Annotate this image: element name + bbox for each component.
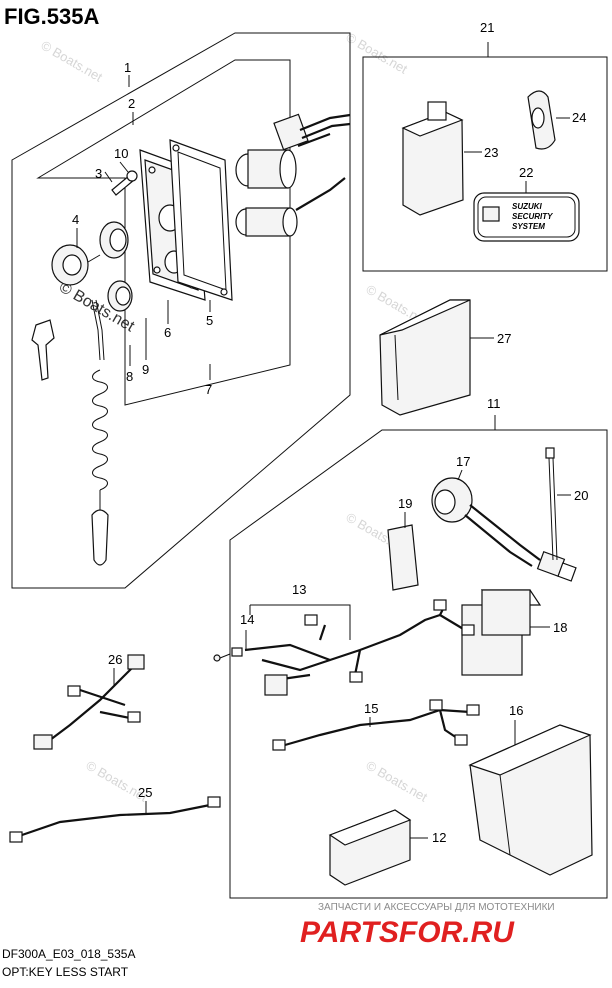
callout-8: 8	[126, 369, 133, 384]
box-1-outline	[11, 32, 351, 589]
security-badge-part-22: SUZUKI SECURITY SYSTEM	[473, 192, 580, 242]
watermark-5: © Boats.net	[364, 758, 431, 805]
callout-20: 20	[574, 488, 588, 503]
box-11-outline	[229, 429, 608, 899]
gasket-part-5	[169, 139, 233, 301]
callout-1: 1	[124, 60, 131, 75]
security-module-part-23	[401, 101, 464, 216]
figure-title: FIG.535A	[4, 4, 99, 29]
brand-subtitle: ЗАПЧАСТИ И АКСЕССУАРЫ ДЛЯ МОТОТЕХНИКИ	[318, 902, 555, 913]
screw-part-3	[111, 170, 138, 196]
callout-27: 27	[497, 331, 511, 346]
brand-name: PARTSFOR.RU	[300, 916, 515, 949]
cover-part-16	[468, 724, 593, 876]
callout-15: 15	[364, 701, 378, 716]
key-switch-part-4	[51, 244, 101, 286]
sensor-part-17	[431, 477, 577, 582]
callout-9: 9	[142, 362, 149, 377]
badge-line-2: SECURITY	[512, 212, 553, 221]
group-11-harness-set: 11 17 20 19 18	[213, 396, 608, 899]
box-21-outline	[362, 56, 608, 272]
callout-23: 23	[484, 145, 498, 160]
padlock-icon	[482, 206, 500, 222]
key	[31, 319, 55, 381]
callout-12: 12	[432, 830, 446, 845]
start-switch	[235, 177, 346, 237]
figure-code: DF300A_E03_018_535A	[2, 947, 135, 961]
relay-part-18	[461, 589, 542, 676]
callout-14: 14	[240, 612, 254, 627]
screw-part-14	[213, 653, 231, 662]
nut-lower	[107, 280, 133, 312]
lanyard-cord-part-8	[91, 299, 109, 566]
label-sheet-part-19	[387, 524, 419, 591]
callout-6: 6	[164, 325, 171, 340]
figure-caption: OPT:KEY LESS START	[2, 965, 129, 979]
callout-16: 16	[509, 703, 523, 718]
box-2-outline	[36, 59, 291, 406]
nut-upper	[99, 221, 129, 259]
callout-22: 22	[519, 165, 533, 180]
harness-part-26	[33, 654, 145, 750]
harness-part-25	[9, 796, 221, 843]
badge-line-1: SUZUKI	[512, 202, 543, 211]
badge-line-3: SYSTEM	[512, 222, 545, 231]
callout-10: 10	[114, 146, 128, 161]
watermark-2: © Boats.net	[344, 30, 411, 77]
callout-13: 13	[292, 582, 306, 597]
cable-tie-part-20	[545, 447, 558, 561]
callout-4: 4	[72, 212, 79, 227]
watermarks: © Boats.net © Boats.net © Boats.net © Bo…	[39, 30, 431, 805]
callout-25: 25	[138, 785, 152, 800]
control-unit-part-27	[379, 299, 471, 416]
watermark-1: © Boats.net	[39, 38, 106, 85]
callout-19: 19	[398, 496, 412, 511]
harness-part-15	[272, 699, 480, 751]
callout-21: 21	[480, 20, 494, 35]
bracket-part-12	[328, 809, 412, 886]
group-1-ignition-panel: 1 2	[11, 32, 351, 589]
group-21-security-system: 21 23 24 SUZUKI SECURITY SYSTEM 22	[362, 20, 608, 272]
callout-5: 5	[206, 313, 213, 328]
callout-2: 2	[128, 96, 135, 111]
callout-17: 17	[456, 454, 470, 469]
callout-3: 3	[95, 166, 102, 181]
key-fob-part-24	[527, 90, 556, 150]
callout-18: 18	[553, 620, 567, 635]
callout-24: 24	[572, 110, 586, 125]
callout-26: 26	[108, 652, 122, 667]
callout-11: 11	[487, 396, 501, 411]
callout-7: 7	[205, 382, 212, 397]
harness-part-13	[231, 599, 475, 696]
switch-body	[235, 113, 351, 189]
